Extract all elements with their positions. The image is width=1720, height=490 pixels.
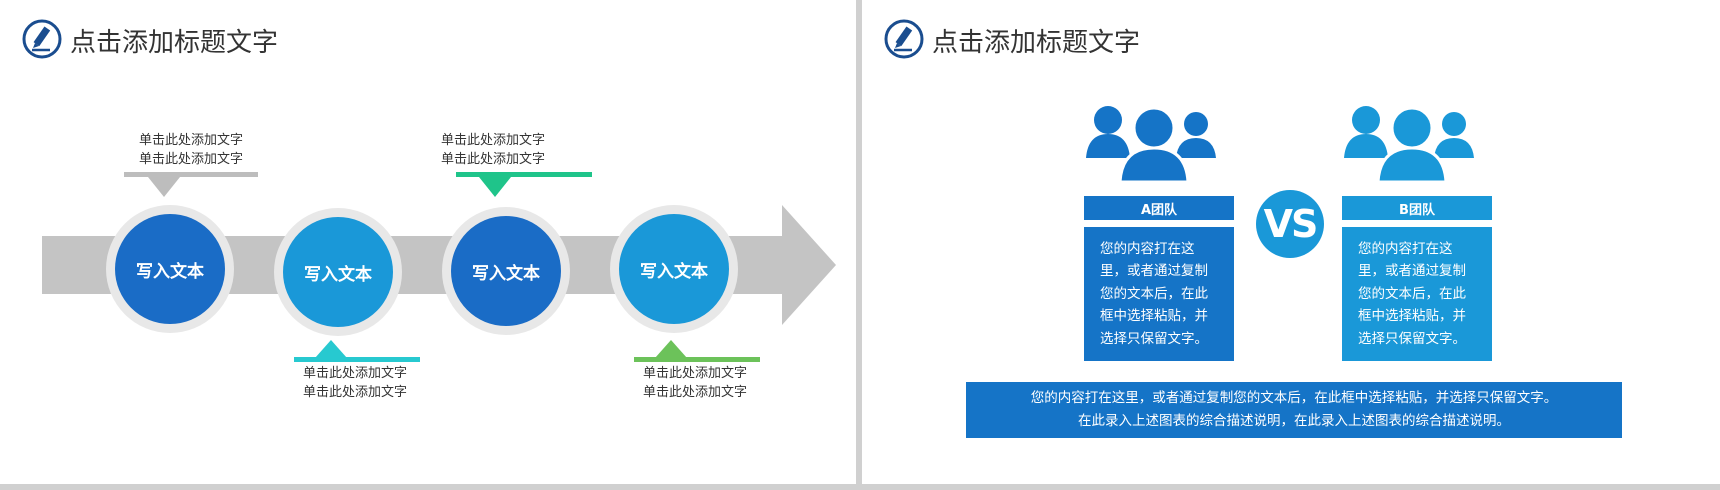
summary-box: 您的内容打在这里，或者通过复制您的文本后，在此框中选择粘贴，并选择只保留文字。 …: [966, 382, 1622, 438]
slide-right: 点击添加标题文字 A团队 您的内容打在这里，或者通过复制您的文本后，在此框中选择…: [862, 0, 1720, 484]
step-label-2: 写入文本: [283, 217, 393, 327]
vs-badge: VS: [1256, 190, 1324, 258]
page-title: 点击添加标题文字: [932, 28, 1141, 58]
team-a-header: A团队: [1084, 196, 1234, 220]
team-b-icon: [1344, 106, 1474, 182]
pencil-icon: [22, 19, 62, 59]
team-b-header: B团队: [1342, 196, 1492, 220]
callout-text-4: 单击此处添加文字单击此处添加文字: [642, 366, 747, 400]
timeline-step-4[interactable]: 写入文本: [610, 205, 738, 333]
team-b-body: 您的内容打在这里，或者通过复制您的文本后，在此框中选择粘贴，并选择只保留文字。: [1358, 240, 1466, 347]
timeline-step-2[interactable]: 写入文本: [274, 208, 402, 336]
callout-text-1: 单击此处添加文字单击此处添加文字: [138, 133, 243, 167]
team-a-box: 您的内容打在这里，或者通过复制您的文本后，在此框中选择粘贴，并选择只保留文字。: [1084, 227, 1234, 361]
team-a-icon: [1086, 106, 1216, 182]
summary-line-2: 在此录入上述图表的综合描述说明，在此录入上述图表的综合描述说明。: [1078, 413, 1510, 429]
callout-text-2: 单击此处添加文字单击此处添加文字: [302, 366, 407, 400]
team-a-body: 您的内容打在这里，或者通过复制您的文本后，在此框中选择粘贴，并选择只保留文字。: [1100, 240, 1208, 347]
timeline-arrow: [42, 205, 836, 325]
pencil-icon: [884, 19, 924, 59]
timeline-step-1[interactable]: 写入文本: [106, 205, 234, 333]
callout-pointer-1: [148, 177, 180, 197]
callout-line-2: [294, 357, 420, 362]
callout-line-3: [456, 172, 592, 177]
callout-line-1: [124, 172, 258, 177]
page-title: 点击添加标题文字: [70, 28, 279, 58]
step-label-1: 写入文本: [115, 214, 225, 324]
callout-line-4: [634, 357, 760, 362]
callout-pointer-3: [479, 177, 511, 197]
step-label-3: 写入文本: [451, 216, 561, 326]
step-label-4: 写入文本: [619, 214, 729, 324]
team-b-box: 您的内容打在这里，或者通过复制您的文本后，在此框中选择粘贴，并选择只保留文字。: [1342, 227, 1492, 361]
slide-left: 点击添加标题文字 单击此处添加文字单击此处添加文字 单击此处添加文字单击此处添加…: [0, 0, 856, 484]
timeline-step-3[interactable]: 写入文本: [442, 207, 570, 335]
callout-pointer-2: [315, 340, 347, 358]
callout-pointer-4: [655, 340, 687, 358]
callout-text-3: 单击此处添加文字单击此处添加文字: [440, 133, 545, 167]
summary-line-1: 您的内容打在这里，或者通过复制您的文本后，在此框中选择粘贴，并选择只保留文字。: [1030, 390, 1558, 406]
